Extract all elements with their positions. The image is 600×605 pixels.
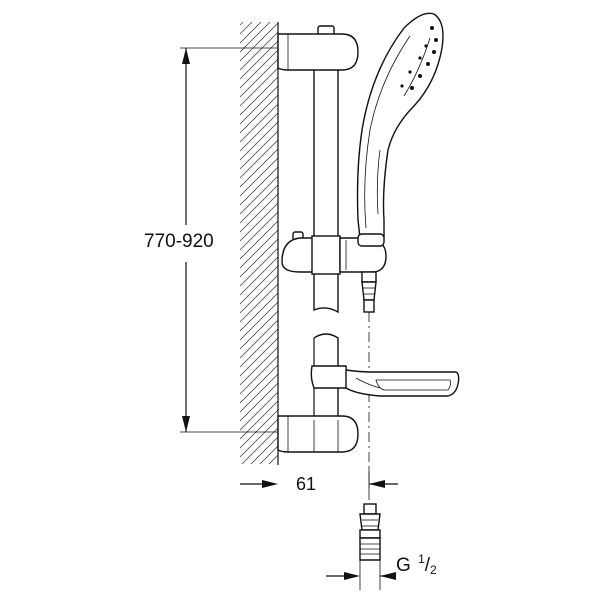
hatch-line xyxy=(240,67,278,107)
hose-end-fitting xyxy=(359,503,381,590)
hatch-line xyxy=(240,247,278,287)
thread-size-label: G 1/2 xyxy=(396,553,437,577)
hatch-line xyxy=(240,76,278,116)
hatch-line xyxy=(240,364,278,404)
hatch-line xyxy=(240,283,278,323)
hatch-line xyxy=(240,22,244,26)
hatch-line xyxy=(240,409,278,449)
hatch-line xyxy=(240,130,278,170)
hatch-line xyxy=(259,445,278,464)
hatch-line xyxy=(240,139,278,179)
hatch-line xyxy=(240,319,278,359)
thread-dimension xyxy=(326,572,396,580)
hatch-line xyxy=(240,220,278,260)
hand-shower xyxy=(356,12,444,247)
bottom-bracket xyxy=(277,415,359,453)
hatch-line xyxy=(240,103,278,143)
hatch-line xyxy=(240,58,278,98)
hatch-line xyxy=(240,400,278,440)
thread-numerator: 1 xyxy=(418,552,425,566)
wall-offset-label: 61 xyxy=(296,474,317,494)
depth-dimension xyxy=(240,468,398,500)
hatch-line xyxy=(240,166,278,206)
hatch-line xyxy=(268,454,278,464)
hatch-line xyxy=(240,112,278,152)
hatch-line xyxy=(240,202,278,242)
hatch-line xyxy=(240,175,278,215)
hatch-line xyxy=(240,0,278,16)
hatch-line xyxy=(240,391,278,431)
hatch-line xyxy=(240,310,278,350)
hatch-line xyxy=(240,94,278,134)
hatch-line xyxy=(250,436,278,464)
soap-dish xyxy=(310,365,460,397)
hatch-line xyxy=(240,31,278,71)
thread-letter: G xyxy=(396,555,411,576)
hatch-line xyxy=(240,49,278,89)
hatch-line xyxy=(240,22,271,53)
top-bracket xyxy=(277,25,359,71)
hatch-line xyxy=(240,40,278,80)
slider xyxy=(281,231,387,275)
hatch-line xyxy=(240,346,278,386)
hatch-line xyxy=(240,0,278,7)
wall-hatching xyxy=(240,0,278,511)
hatch-line xyxy=(240,121,278,161)
hatch-line xyxy=(240,193,278,233)
hatch-line xyxy=(240,256,278,296)
hatch-line xyxy=(240,157,278,197)
hatch-line xyxy=(240,418,278,458)
hatch-line xyxy=(240,229,278,269)
hatch-line xyxy=(240,328,278,368)
thread-slash: / xyxy=(424,555,431,576)
hatch-line xyxy=(240,337,278,377)
hatch-line xyxy=(240,22,253,35)
hatch-line xyxy=(240,373,278,413)
hatch-line xyxy=(240,274,278,314)
hatch-line xyxy=(240,301,278,341)
hatch-line xyxy=(240,292,278,332)
thread-denominator: 2 xyxy=(430,563,437,577)
hatch-line xyxy=(240,148,278,188)
hatch-line xyxy=(240,184,278,224)
hatch-line xyxy=(240,265,278,305)
hatch-line xyxy=(240,85,278,125)
hatch-line xyxy=(240,473,278,511)
hose-connector xyxy=(361,271,377,313)
hatch-line xyxy=(240,211,278,251)
hatch-line xyxy=(240,22,262,44)
hatch-line xyxy=(240,355,278,395)
height-dimension xyxy=(180,47,290,433)
hatch-line xyxy=(241,427,278,464)
hatch-line xyxy=(240,22,278,62)
height-range-label: 770-920 xyxy=(144,231,214,252)
hatch-line xyxy=(240,238,278,278)
hatch-line xyxy=(240,382,278,422)
